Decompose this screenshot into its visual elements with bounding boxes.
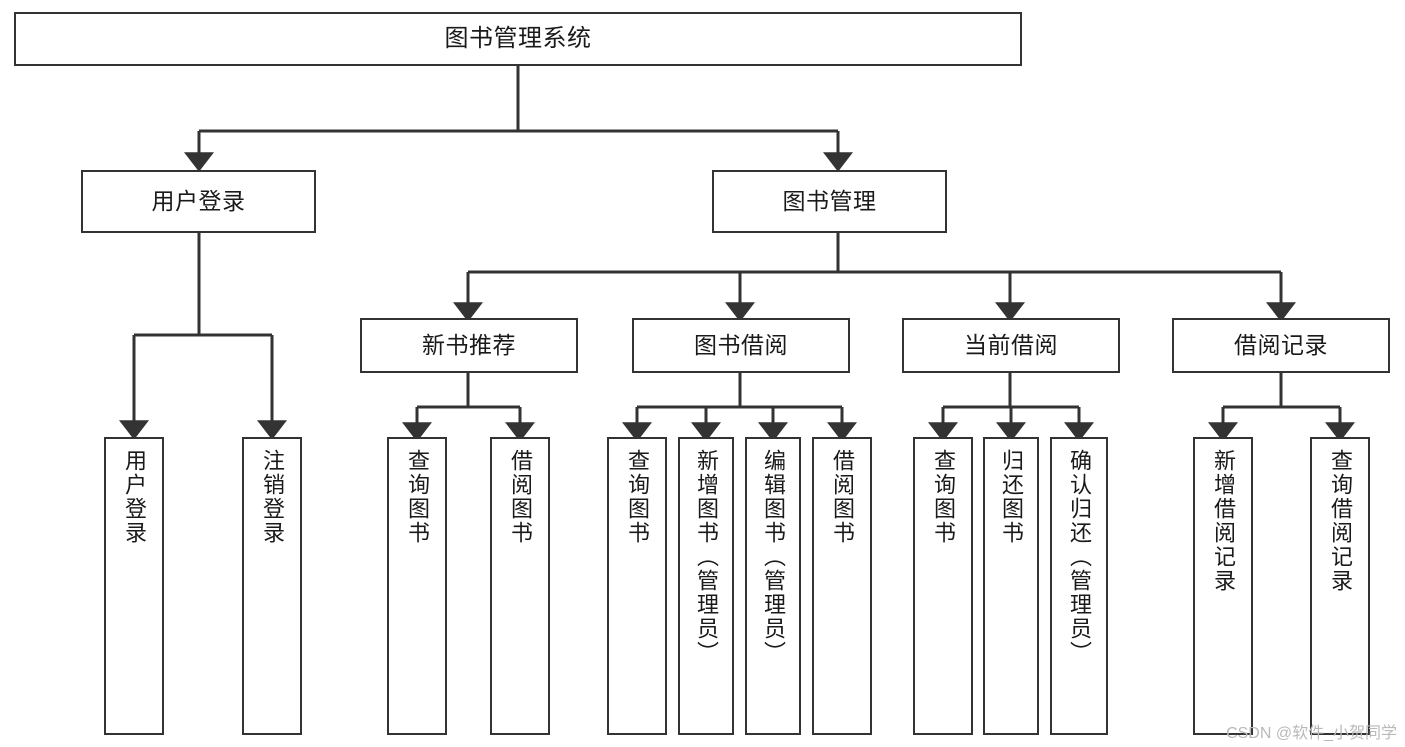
node-label: 图书管理系统 (444, 25, 592, 53)
node-label: 当前借阅 (964, 332, 1058, 359)
node-new-book-recommend[interactable]: 新书推荐 (360, 318, 578, 373)
node-leaf-confirm-return[interactable]: 确认归还（管理员） (1050, 437, 1108, 735)
node-user-login[interactable]: 用户登录 (81, 170, 316, 233)
node-book-borrow[interactable]: 图书借阅 (632, 318, 850, 373)
node-label: 借阅图书 (829, 449, 855, 545)
node-label: 查询图书 (930, 449, 956, 545)
node-label: 新书推荐 (422, 332, 516, 359)
node-leaf-user-login[interactable]: 用户登录 (104, 437, 164, 735)
node-label: 确认归还（管理员） (1066, 449, 1092, 665)
node-label: 借阅图书 (507, 449, 533, 545)
node-label: 编辑图书（管理员） (760, 449, 786, 665)
node-leaf-borrow-book-recommend[interactable]: 借阅图书 (490, 437, 550, 735)
node-label: 归还图书 (998, 449, 1024, 545)
node-leaf-query-book-recommend[interactable]: 查询图书 (387, 437, 447, 735)
node-label: 用户登录 (151, 188, 246, 215)
node-leaf-borrow-book[interactable]: 借阅图书 (812, 437, 872, 735)
node-borrow-record[interactable]: 借阅记录 (1172, 318, 1390, 373)
node-label: 借阅记录 (1234, 332, 1328, 359)
node-leaf-edit-book[interactable]: 编辑图书（管理员） (745, 437, 801, 735)
node-book-management[interactable]: 图书管理 (712, 170, 947, 233)
node-leaf-query-book-current[interactable]: 查询图书 (913, 437, 973, 735)
node-leaf-return-book[interactable]: 归还图书 (983, 437, 1039, 735)
node-label: 新增图书（管理员） (693, 449, 719, 665)
node-leaf-add-borrow-record[interactable]: 新增借阅记录 (1193, 437, 1253, 735)
node-label: 注销登录 (259, 449, 285, 545)
node-leaf-logout-login[interactable]: 注销登录 (242, 437, 302, 735)
node-leaf-query-book-borrow[interactable]: 查询图书 (607, 437, 667, 735)
node-label: 用户登录 (121, 449, 147, 545)
node-label: 新增借阅记录 (1210, 449, 1236, 593)
node-label: 查询图书 (624, 449, 650, 545)
node-leaf-add-book[interactable]: 新增图书（管理员） (678, 437, 734, 735)
node-root-system[interactable]: 图书管理系统 (14, 12, 1022, 66)
node-label: 图书借阅 (694, 332, 788, 359)
node-leaf-query-borrow-record[interactable]: 查询借阅记录 (1310, 437, 1370, 735)
csdn-watermark: CSDN @软件_小贺同学 (1226, 725, 1397, 742)
node-label: 查询借阅记录 (1327, 449, 1353, 593)
node-label: 查询图书 (404, 449, 430, 545)
node-label: 图书管理 (782, 188, 877, 215)
node-current-borrow[interactable]: 当前借阅 (902, 318, 1120, 373)
